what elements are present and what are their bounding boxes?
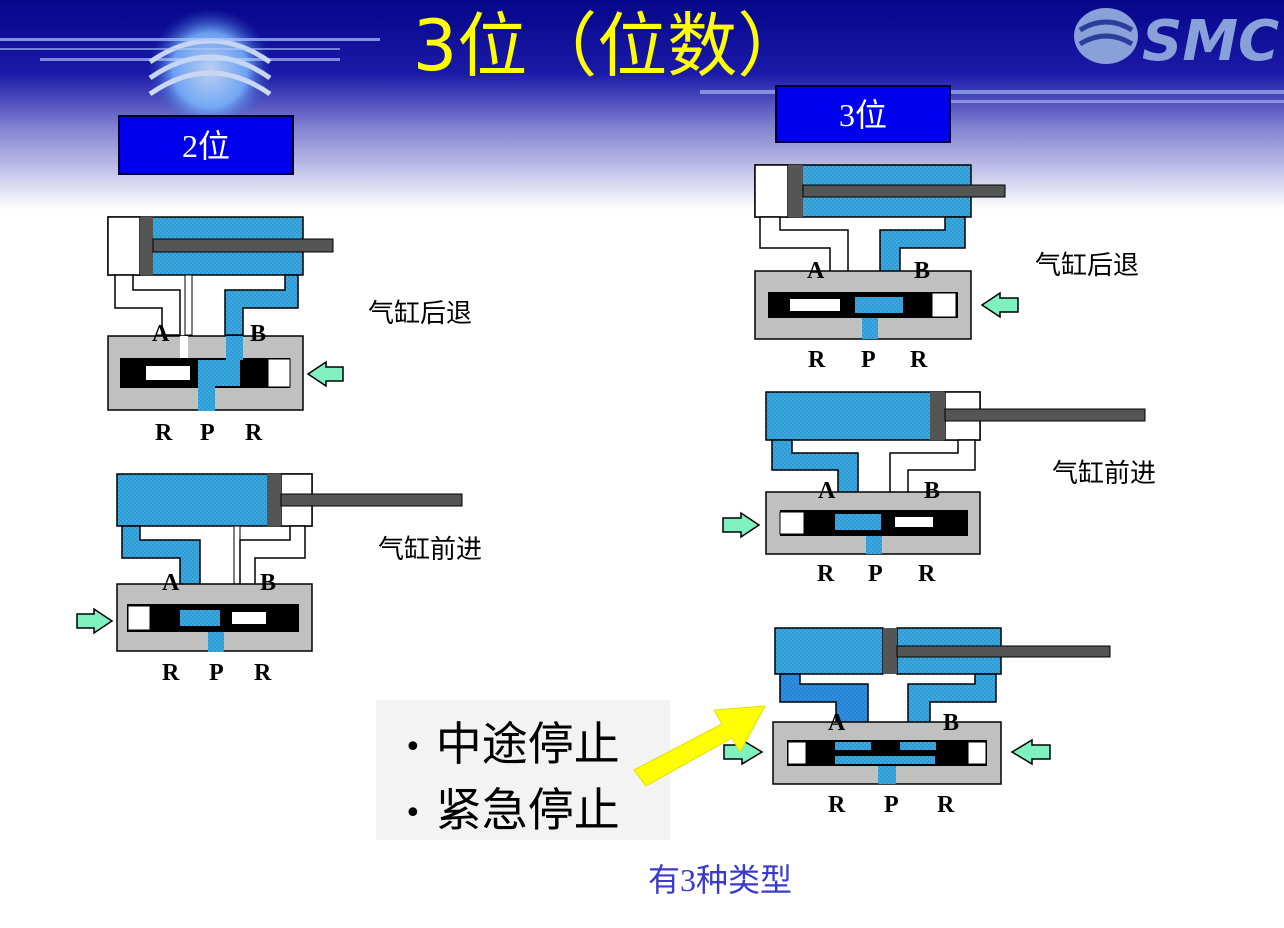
smc-logo: SMC xyxy=(1142,9,1279,74)
port-b-label: B xyxy=(924,478,940,504)
port-b-label: B xyxy=(914,258,930,284)
smc-logo-mark xyxy=(1074,8,1138,64)
stop-modes-box: •中途停止 •紧急停止 xyxy=(376,700,670,840)
diagram-3pos-center: A B R P R xyxy=(723,627,1111,818)
port-p-label: P xyxy=(861,347,876,373)
port-r-label: R xyxy=(808,347,826,373)
port-b-label: B xyxy=(943,710,959,736)
port-p-label: P xyxy=(868,561,883,587)
two-position-label: 2位 xyxy=(118,115,294,175)
port-a-label: A xyxy=(828,710,846,736)
state-retract-label: 气缸后退 xyxy=(368,299,472,328)
port-p-label: P xyxy=(209,660,224,686)
bullet-item: •紧急停止 xyxy=(404,783,620,837)
port-a-label: A xyxy=(807,258,825,284)
port-a-label: A xyxy=(818,478,836,504)
diagram-2pos-retract: A B R P R 气缸后退 xyxy=(107,216,472,446)
port-a-label: A xyxy=(152,321,170,347)
port-r-label: R xyxy=(245,420,263,446)
three-position-label: 3位 xyxy=(775,85,951,143)
bullet-item: •中途停止 xyxy=(404,717,620,771)
port-b-label: B xyxy=(260,570,276,596)
port-p-label: P xyxy=(200,420,215,446)
port-r-label: R xyxy=(155,420,173,446)
highlight-arrow xyxy=(633,705,766,787)
port-a-label: A xyxy=(162,570,180,596)
diagram-2pos-extend: A B R P R 气缸前进 xyxy=(76,473,482,686)
port-r-label: R xyxy=(254,660,272,686)
port-p-label: P xyxy=(884,792,899,818)
port-r-label: R xyxy=(918,561,936,587)
types-caption: 有3种类型 xyxy=(647,862,792,898)
port-r-label: R xyxy=(162,660,180,686)
diagram-3pos-retract: A B R P R 气缸后退 xyxy=(754,164,1139,373)
port-r-label: R xyxy=(817,561,835,587)
state-retract-label: 气缸后退 xyxy=(1035,251,1139,280)
port-b-label: B xyxy=(250,321,266,347)
port-r-label: R xyxy=(828,792,846,818)
port-r-label: R xyxy=(910,347,928,373)
bullet-text: 中途停止 xyxy=(435,717,620,771)
state-extend-label: 气缸前进 xyxy=(378,535,482,564)
state-extend-label: 气缸前进 xyxy=(1052,459,1156,488)
header-background: SMC xyxy=(0,0,1284,210)
page-title: 3位（位数） xyxy=(412,5,808,87)
port-r-label: R xyxy=(937,792,955,818)
diagram-3pos-extend: A B R P R 气缸前进 xyxy=(722,391,1156,587)
bullet-text: 紧急停止 xyxy=(435,783,620,837)
